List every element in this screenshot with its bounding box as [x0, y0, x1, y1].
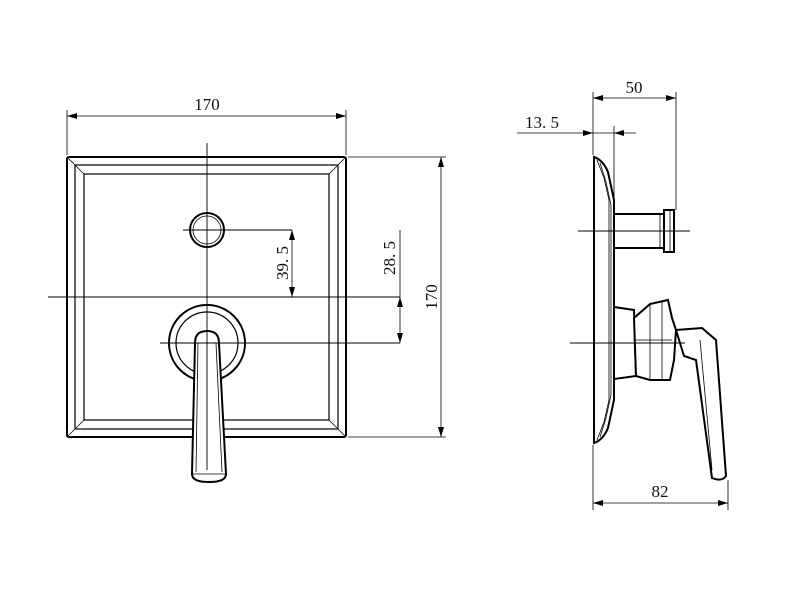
- side-plate-profile: [593, 155, 615, 445]
- total-depth-dim-label: 82: [652, 482, 669, 501]
- width-dim-label: 170: [194, 95, 220, 114]
- side-lever: [674, 326, 728, 481]
- depth-dimension: 50: [592, 78, 677, 210]
- front-view: 170 170 39. 5 28. 5: [48, 95, 446, 484]
- total-depth-dimension: 82: [592, 445, 729, 510]
- upper-offset-dim-label: 39. 5: [273, 246, 292, 280]
- lower-offset-dim-label: 28. 5: [380, 241, 399, 275]
- width-dimension: 170: [66, 95, 347, 155]
- plate-dimension: 13. 5: [517, 113, 636, 198]
- lever-handle: [190, 329, 228, 484]
- height-dimension: 170: [348, 156, 446, 438]
- side-handle-body: [613, 298, 678, 381]
- lower-offset-dimension: 28. 5: [380, 230, 403, 343]
- upper-offset-dimension: 39. 5: [273, 230, 295, 297]
- plate-dim-label: 13. 5: [525, 113, 559, 132]
- depth-dim-label: 50: [626, 78, 643, 97]
- height-dim-label: 170: [422, 284, 441, 310]
- side-view: 50 13. 5 82: [517, 78, 729, 510]
